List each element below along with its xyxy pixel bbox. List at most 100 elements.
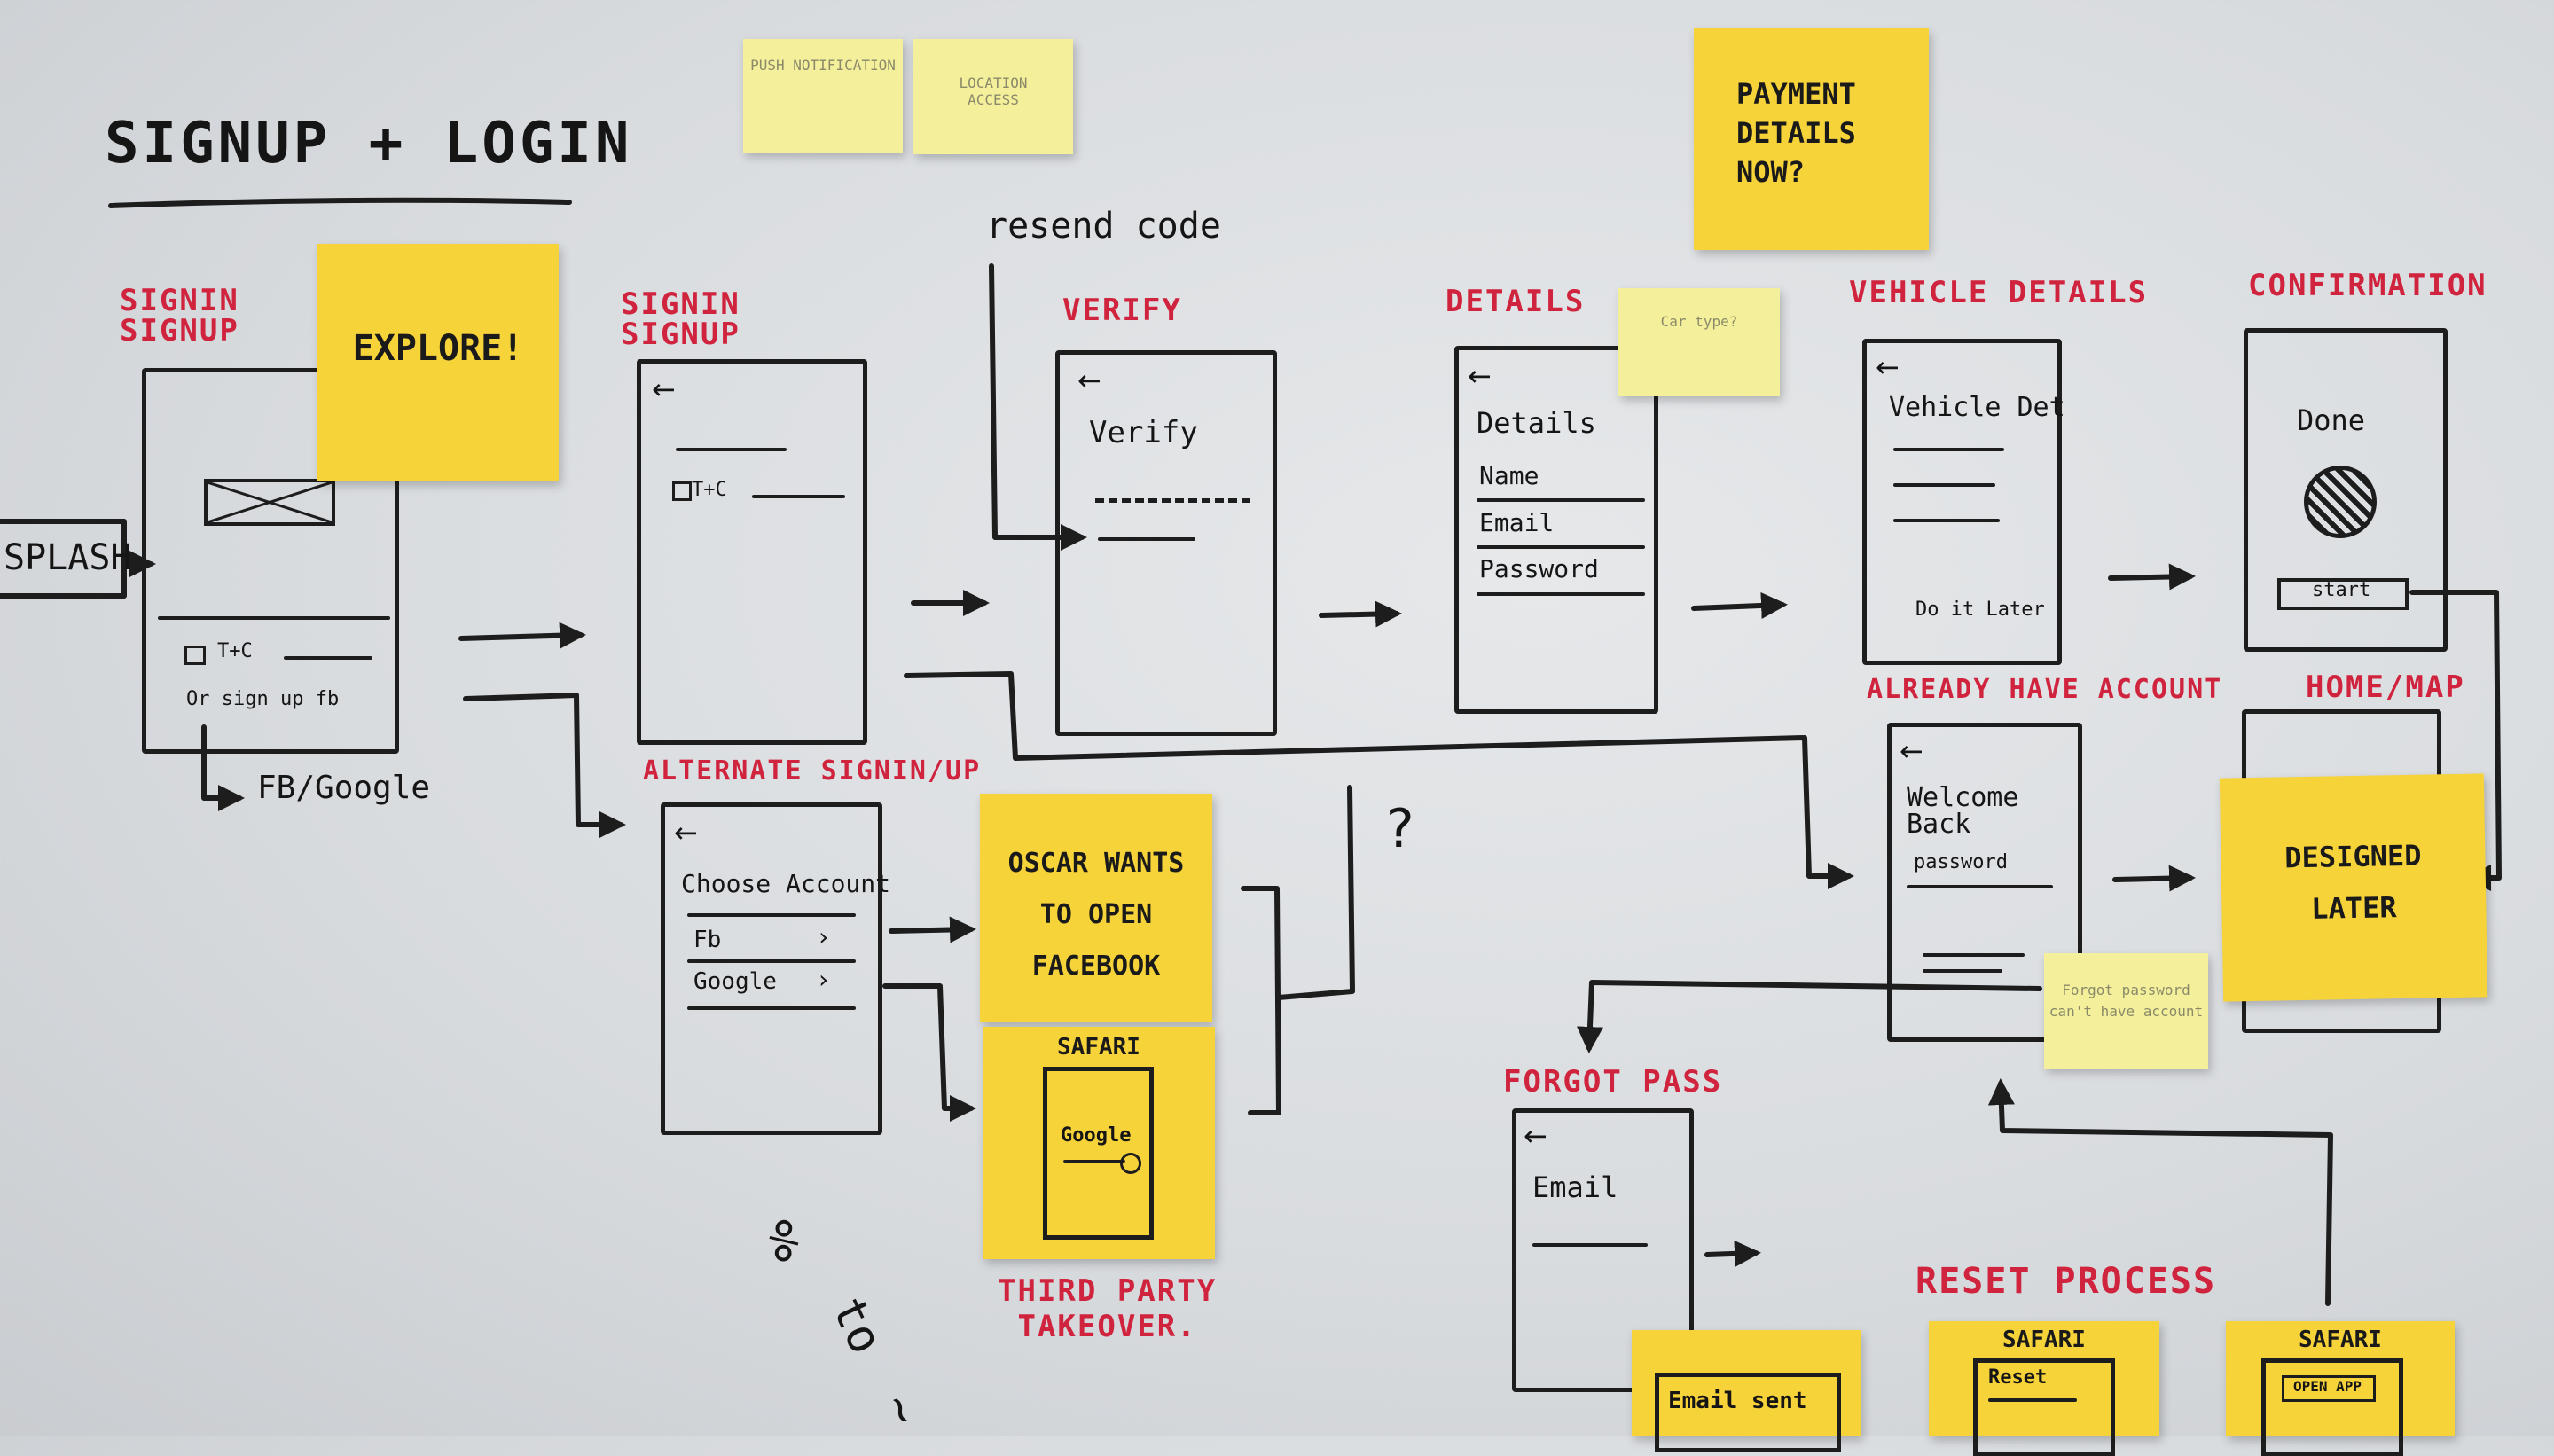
verify-line	[1098, 537, 1195, 541]
arrow-welcome-home	[2112, 865, 2196, 892]
vehicle-do-it-later[interactable]: Do it Later	[1916, 599, 2045, 621]
chevron-right-icon: ›	[816, 922, 831, 951]
welcome-password: password	[1914, 851, 2008, 873]
start-button-label: start	[2312, 579, 2371, 601]
details-field-password-line	[1477, 592, 1645, 596]
vehicle-line-2	[1893, 483, 1995, 487]
forgot-email-line	[1532, 1243, 1648, 1247]
checkbox-icon	[672, 481, 692, 501]
arrow-forgot-emailsent	[1704, 1240, 1761, 1267]
page-title: SIGNUP + LOGIN	[105, 111, 633, 176]
arrow-signin2-welcome	[904, 671, 1854, 889]
details-field-email-line	[1477, 545, 1645, 549]
note-safari-google: SAFARI Google	[983, 1027, 1215, 1259]
signin-2-line	[676, 448, 787, 451]
splash-label: SPLASH	[4, 537, 132, 578]
confirmation-heading: Done	[2297, 403, 2366, 437]
forgot-heading: Email	[1532, 1170, 1618, 1204]
arrow-alternate-safari	[882, 983, 976, 1122]
welcome-line-1	[1923, 953, 2025, 957]
checkbox-icon	[184, 646, 206, 665]
alternate-line-3	[687, 1006, 856, 1010]
frame-signin-1-divider	[158, 616, 390, 620]
note-forgot-password: Forgot password can't have account	[2044, 953, 2208, 1069]
arrow-vehicle-confirmation	[2108, 563, 2196, 591]
details-field-name-line	[1477, 498, 1645, 502]
details-field-password: Password	[1479, 554, 1599, 583]
note-email-sent: Email sent	[1632, 1330, 1861, 1452]
label-details: DETAILS	[1445, 284, 1586, 319]
label-signin-signup-2: SIGNIN SIGNUP	[621, 286, 740, 352]
label-signin-signup-1: SIGNIN SIGNUP	[120, 283, 239, 348]
details-field-email: Email	[1479, 508, 1555, 537]
open-app-label: OPEN APP	[2293, 1378, 2362, 1395]
note-designed-later: DESIGNED LATER	[2219, 773, 2488, 1002]
safari-reset-label: Reset	[1988, 1366, 2048, 1389]
signin-1-tc: T+C	[217, 640, 253, 662]
arrow-resend-code	[989, 263, 1087, 551]
vehicle-heading: Vehicle Det	[1889, 392, 2065, 423]
signin-2-tc: T+C	[692, 479, 727, 501]
resend-code-label: resend code	[986, 206, 1221, 247]
start-button[interactable]: start	[2277, 578, 2409, 610]
vehicle-line-3	[1893, 519, 2000, 522]
title-underline	[108, 197, 572, 208]
label-already-have-account: ALREADY HAVE ACCOUNT	[1867, 674, 2223, 705]
label-verify: VERIFY	[1062, 293, 1182, 328]
back-arrow-icon: ←	[1524, 1119, 1547, 1153]
arrow-signin1-alternate	[463, 693, 626, 838]
safari-browser-frame: Google	[1043, 1067, 1154, 1240]
frame-alternate	[661, 802, 882, 1135]
alternate-option-fb[interactable]: Fb	[693, 927, 722, 953]
label-forgot-pass: FORGOT PASS	[1503, 1064, 1723, 1100]
frame-vehicle	[1862, 339, 2062, 665]
email-sent-frame: Email sent	[1655, 1373, 1841, 1452]
note-safari-open-app: SAFARI OPEN APP	[2226, 1321, 2455, 1456]
success-icon	[2304, 466, 2377, 538]
go-button-icon	[1120, 1153, 1141, 1174]
frame-confirmation	[2244, 328, 2448, 652]
safari-reset-line	[1988, 1398, 2077, 1402]
label-third-party: THIRD PARTY TAKEOVER.	[998, 1273, 1218, 1344]
safari-google-line	[1063, 1160, 1125, 1163]
frame-signin-1	[142, 368, 399, 754]
signin-1-or-fb: Or sign up fb	[186, 688, 340, 710]
image-placeholder	[204, 479, 335, 526]
arrow-details-vehicle	[1691, 591, 1788, 619]
safari-open-app-frame: OPEN APP	[2261, 1358, 2403, 1456]
frame-welcome	[1887, 723, 2082, 1042]
frame-forgot	[1512, 1108, 1694, 1392]
safari-reset-frame: Reset	[1973, 1358, 2115, 1456]
back-arrow-icon: ←	[1468, 359, 1492, 393]
welcome-line-2	[1923, 969, 2002, 973]
note-explore: EXPLORE!	[317, 244, 559, 481]
frame-details	[1454, 346, 1658, 714]
note-location-access: LOCATION ACCESS	[913, 39, 1073, 154]
verify-heading: Verify	[1089, 415, 1198, 450]
bracket-third-party	[1241, 785, 1355, 1115]
arrow-reset-welcome	[1987, 1078, 2333, 1306]
details-heading: Details	[1477, 406, 1596, 440]
arrow-verify-details	[1319, 600, 1402, 628]
arrow-signin1-signin2	[458, 622, 586, 649]
back-arrow-icon: ←	[1876, 350, 1900, 384]
back-arrow-icon: ←	[1077, 364, 1101, 397]
note-safari-reset: SAFARI Reset	[1929, 1321, 2159, 1456]
note-payment: PAYMENT DETAILS NOW?	[1694, 28, 1929, 250]
alternate-line-2	[687, 959, 856, 963]
open-app-button[interactable]: OPEN APP	[2282, 1375, 2376, 1402]
alternate-heading: Choose Account	[681, 869, 891, 898]
frame-verify	[1055, 350, 1277, 736]
signin-2-tc-line	[752, 495, 845, 498]
label-vehicle-details: VEHICLE DETAILS	[1849, 275, 2149, 310]
safari-google-label: Google	[1061, 1124, 1132, 1147]
chevron-right-icon: ›	[816, 965, 831, 994]
frame-signin-2	[637, 359, 867, 745]
splash-box	[0, 519, 127, 599]
label-home-map: HOME/MAP	[2306, 669, 2465, 705]
label-alternate: ALTERNATE SIGNIN/UP	[643, 755, 982, 787]
back-arrow-icon: ←	[1900, 734, 1923, 768]
alternate-option-google[interactable]: Google	[693, 968, 777, 995]
email-sent-label: Email sent	[1668, 1388, 1807, 1414]
welcome-heading: Welcome Back	[1907, 782, 2019, 840]
